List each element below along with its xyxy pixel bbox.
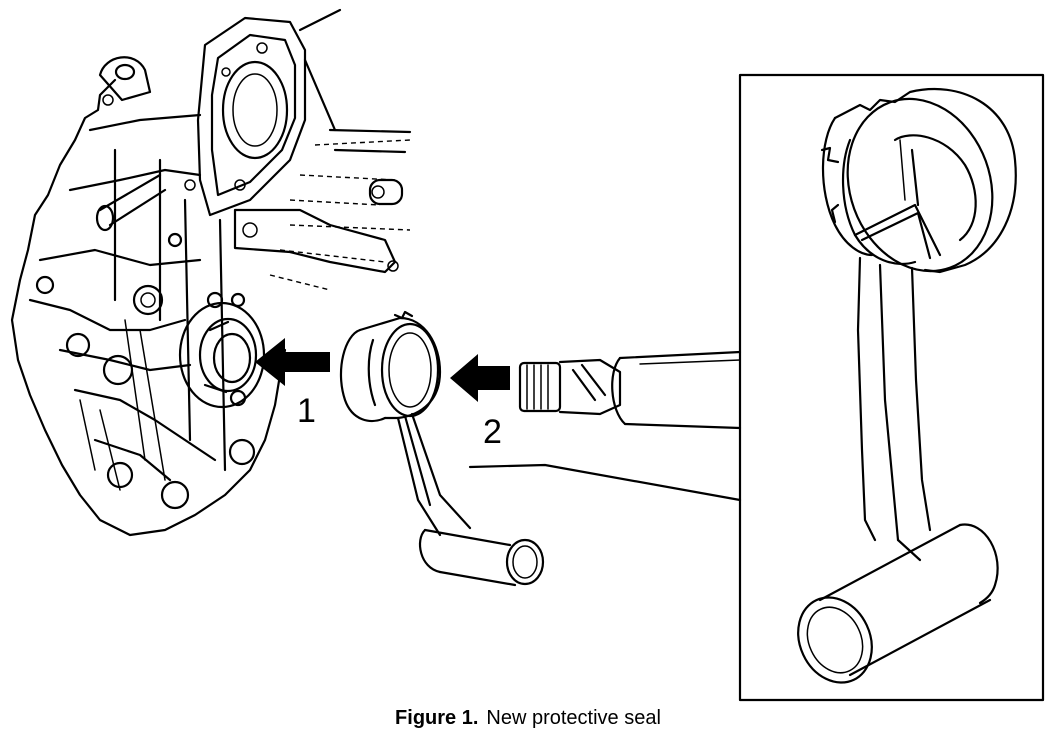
arrow-1-icon: [255, 338, 330, 386]
figure-title: New protective seal: [486, 707, 661, 729]
detail-inset: [738, 73, 1045, 702]
figure-caption: Figure 1. New protective seal: [0, 707, 1056, 730]
arrow-2-icon: [450, 354, 510, 402]
figure-number: Figure 1.: [395, 707, 479, 729]
callout-1: 1: [297, 392, 316, 430]
detail-leader-line: [468, 463, 742, 502]
seal-installer-tool: [339, 310, 545, 587]
callout-2: 2: [483, 413, 502, 451]
transmission-housing: [10, 8, 412, 537]
drive-shaft: [518, 350, 742, 430]
